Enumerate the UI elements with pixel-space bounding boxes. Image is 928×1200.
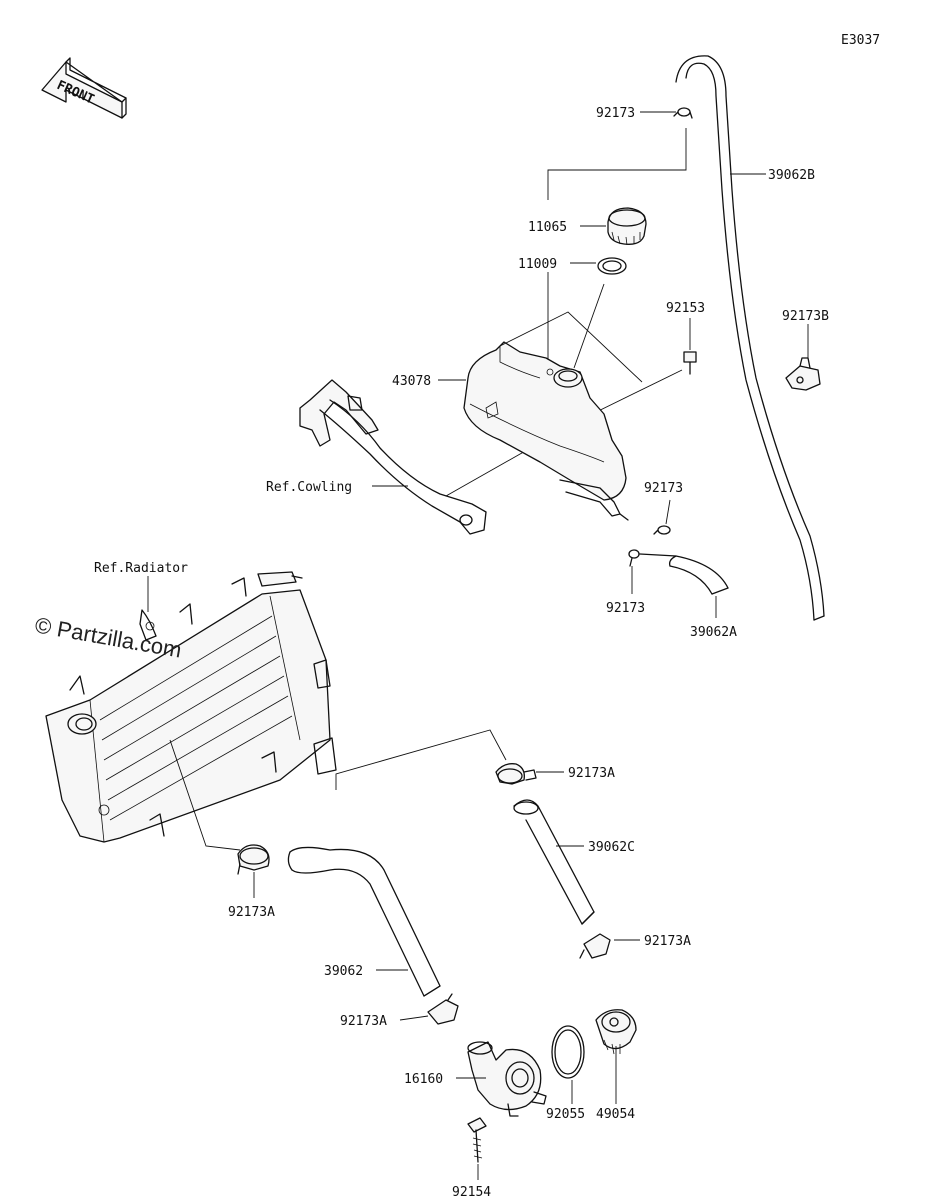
label-92173a-2[interactable]: 92173A (644, 934, 691, 949)
label-92173-top[interactable]: 92173 (596, 106, 635, 121)
clip-92173-mid[interactable] (653, 525, 671, 535)
label-11009[interactable]: 11009 (518, 257, 557, 272)
clamp-92173a-1[interactable] (495, 763, 537, 785)
clip-92173-low[interactable] (628, 549, 640, 567)
gasket-11009[interactable] (597, 257, 627, 275)
reservoir-tank-43078[interactable] (463, 341, 629, 521)
label-92055[interactable]: 92055 (546, 1107, 585, 1122)
front-arrow-icon: FRONT (41, 57, 127, 119)
bolt-92154[interactable] (467, 1117, 487, 1163)
label-16160[interactable]: 16160 (404, 1072, 443, 1087)
clamp-92173a-3[interactable] (237, 844, 270, 875)
hose-39062b[interactable] (675, 55, 825, 621)
water-pump-16160[interactable] (467, 1041, 547, 1117)
label-49054[interactable]: 49054 (596, 1107, 635, 1122)
label-92173-low[interactable]: 92173 (606, 601, 645, 616)
thermostat-49054[interactable] (595, 1009, 637, 1055)
hose-39062a[interactable] (639, 553, 729, 595)
cowling-bracket (299, 379, 487, 535)
hose-39062[interactable] (287, 846, 441, 997)
hose-39062c[interactable] (513, 799, 595, 925)
label-11065[interactable]: 11065 (528, 220, 567, 235)
label-43078[interactable]: 43078 (392, 374, 431, 389)
label-92173-mid[interactable]: 92173 (644, 481, 683, 496)
label-39062c[interactable]: 39062C (588, 840, 635, 855)
label-92173a-3[interactable]: 92173A (228, 905, 275, 920)
label-ref-cowling[interactable]: Ref.Cowling (266, 480, 352, 495)
radiator (45, 571, 337, 843)
label-92173b[interactable]: 92173B (782, 309, 829, 324)
label-92173a-1[interactable]: 92173A (568, 766, 615, 781)
label-39062[interactable]: 39062 (324, 964, 363, 979)
clip-92173-top[interactable] (673, 107, 693, 119)
diagram-code: E3037 (841, 33, 880, 48)
clamp-92173a-2[interactable] (579, 933, 611, 959)
clamp-92173b[interactable] (785, 357, 821, 391)
cap-11065[interactable] (607, 207, 647, 246)
label-92173a-4[interactable]: 92173A (340, 1014, 387, 1029)
label-39062b[interactable]: 39062B (768, 168, 815, 183)
watermark: © Partzilla.com (33, 612, 183, 662)
clamp-92173a-4[interactable] (427, 993, 459, 1025)
label-92154[interactable]: 92154 (452, 1185, 491, 1200)
label-92153[interactable]: 92153 (666, 301, 705, 316)
label-39062a[interactable]: 39062A (690, 625, 737, 640)
bolt-92153[interactable] (683, 351, 697, 375)
o-ring-92055[interactable] (551, 1025, 585, 1079)
label-ref-radiator[interactable]: Ref.Radiator (94, 561, 188, 576)
